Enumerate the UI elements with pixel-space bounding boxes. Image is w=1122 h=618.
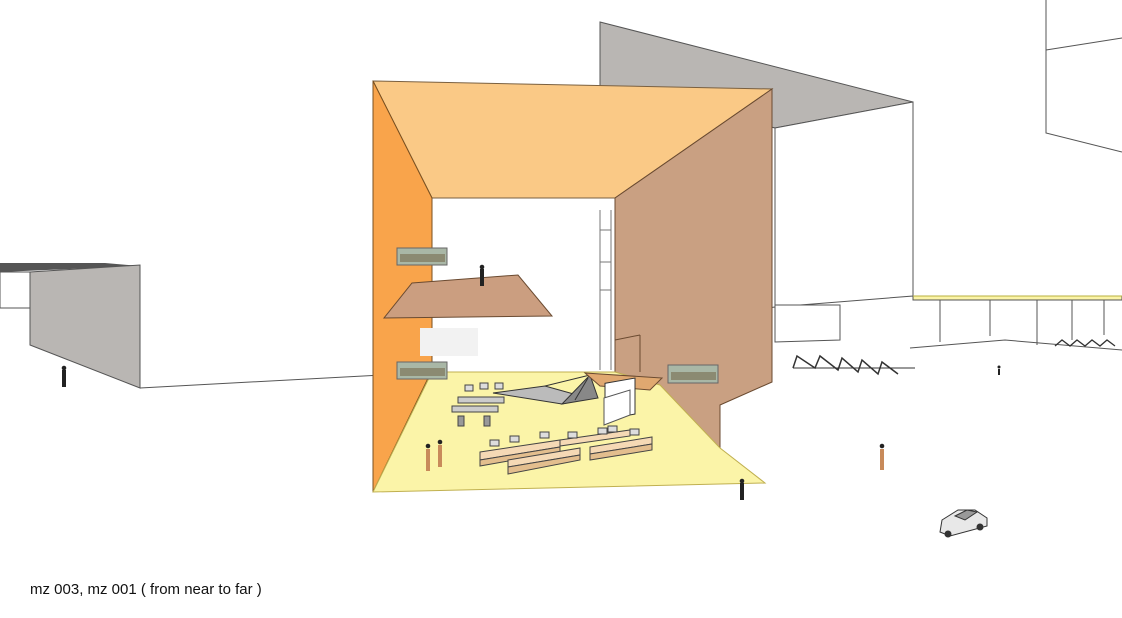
person-entrance <box>739 478 745 500</box>
cube-pavilion <box>372 80 774 493</box>
left-building-roof <box>0 263 140 272</box>
wall-screens <box>396 247 719 384</box>
canopy-roof <box>912 295 1122 301</box>
person-far <box>997 365 1001 375</box>
figure-caption: mz 003, mz 001 ( from near to far ) <box>30 581 262 598</box>
stair-structure <box>492 372 664 426</box>
person-left-outside <box>61 365 67 387</box>
people <box>61 264 1001 500</box>
workstation-cluster <box>451 382 505 427</box>
zigzag-sculpture <box>792 354 915 376</box>
benches-right <box>1054 339 1116 347</box>
far-right-building <box>1045 0 1122 153</box>
person-right <box>879 443 885 470</box>
car <box>939 509 988 538</box>
person-floor-1 <box>425 443 431 471</box>
person-floor-2 <box>437 439 443 467</box>
low-white-block <box>774 304 841 343</box>
gray-block-building <box>29 264 141 389</box>
desk-rows <box>479 425 653 475</box>
person-mezzanine <box>479 264 485 286</box>
pale-panel <box>420 328 478 356</box>
